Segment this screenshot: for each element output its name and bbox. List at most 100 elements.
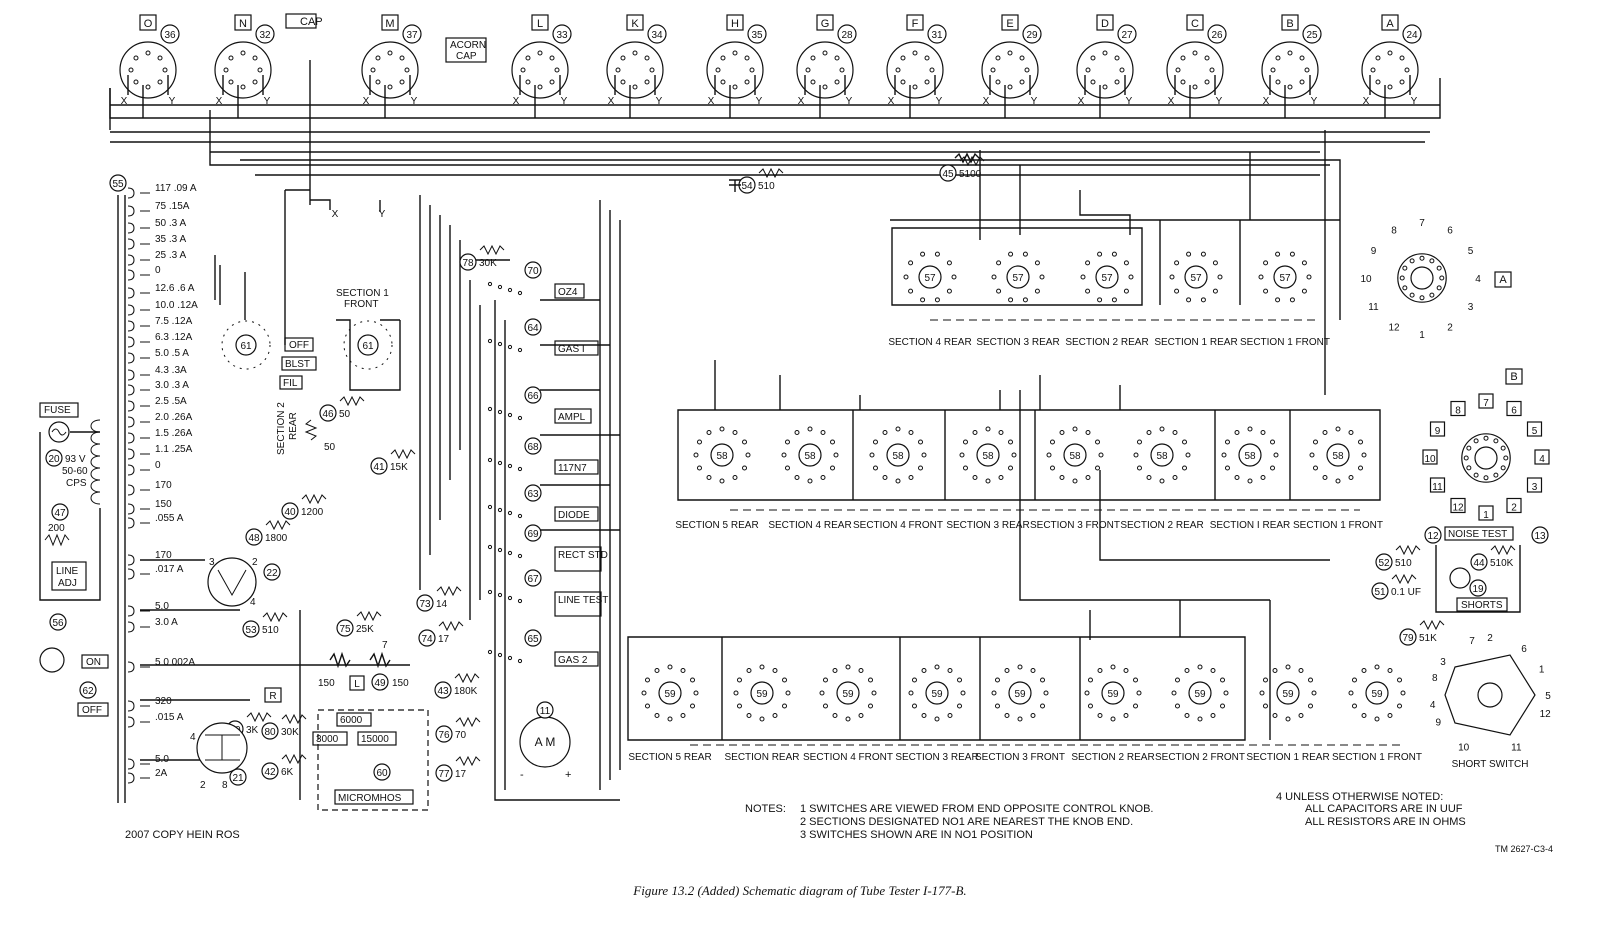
type-switch-num: 63 [527, 489, 539, 500]
socket-num: 33 [556, 30, 568, 41]
short-switch-pin: 5 [1545, 691, 1551, 702]
meter-minus: - [520, 769, 524, 781]
component-num: 79 [1402, 633, 1414, 644]
socket-letter: H [731, 18, 739, 30]
transformer-tap: 2.5 .5A [127, 396, 187, 412]
diagram_a-pin-8: 11 [1368, 302, 1379, 313]
diagram_b-pin-8: 11 [1432, 482, 1443, 493]
transformer-tap: 75 .15A [127, 201, 190, 217]
y-label: Y [656, 96, 663, 107]
diagram_a-pin-0: 7 [1419, 218, 1425, 229]
diagram_a-pin-2: 5 [1468, 246, 1474, 257]
tube21-pin8: 8 [222, 780, 228, 791]
diagram_a-pin-5: 2 [1447, 322, 1453, 333]
component-num: 46 [322, 409, 334, 420]
short-switch-pin: 2 [1487, 633, 1493, 644]
switch-59-wafer-num: 59 [1282, 689, 1294, 700]
noise-right-num: 13 [1534, 531, 1546, 542]
short-switch-pin: 11 [1511, 743, 1522, 754]
short-switch-pin: 7 [1469, 636, 1475, 647]
socket-num: 37 [406, 30, 418, 41]
component-num: 52 [1378, 558, 1390, 569]
component-num: 42 [264, 767, 276, 778]
transformer-tap: 12.6 .6 A [127, 283, 195, 299]
mains-cps: CPS [66, 478, 87, 489]
transformer-tap: 3.0 A [127, 617, 178, 633]
fuse-label: FUSE [44, 405, 71, 416]
shorts-num: 19 [1472, 584, 1484, 595]
component-value: 0.1 UF [1391, 587, 1421, 598]
switch-59-wafer-num: 59 [664, 689, 676, 700]
tap-label: 1.1 .25A [155, 444, 193, 455]
component-value: 30K [281, 727, 299, 738]
pilot-lamp-num: 56 [52, 618, 64, 629]
switch-58-section-label: SECTION I REAR [1210, 520, 1291, 531]
component-value: 17 [438, 634, 450, 645]
pot-150-a: 150 [318, 678, 335, 689]
socket-body [981, 41, 1039, 99]
short-switch-pin: 4 [1430, 700, 1436, 711]
diagram_a-pin-3: 4 [1475, 274, 1481, 285]
switch-59-wafer: 59 [991, 664, 1049, 722]
transformer-tap: 5.0 .5 A [127, 348, 189, 364]
socket-letter: F [912, 18, 919, 30]
tap-label: 35 .3 A [155, 234, 186, 245]
socket-num: 27 [1121, 30, 1133, 41]
y-label: Y [411, 96, 418, 107]
noise-left-num: 12 [1427, 531, 1439, 542]
diagram_a-pin-10: 9 [1371, 246, 1377, 257]
tube22-pin4: 4 [250, 597, 256, 608]
switch-59-wafer: 59 [819, 664, 877, 722]
component-num: 74 [421, 634, 433, 645]
tap-label: 0 [155, 460, 161, 471]
micromhos-3000: 3000 [316, 734, 339, 745]
tap-label: 4.3 .3A [155, 365, 187, 376]
meter-num: 11 [540, 706, 551, 717]
noise-neon-lamp [1449, 567, 1471, 589]
switch-58-wafer: 58 [959, 426, 1017, 484]
socket-body [606, 41, 664, 99]
type-switch-label: OZ4 [558, 287, 578, 298]
switch-57-wafer-num: 57 [924, 273, 936, 284]
diagram_a-pin-9: 10 [1360, 274, 1372, 285]
switch-57-wafer: 57 [1258, 251, 1312, 303]
type-switch-num: 67 [527, 574, 539, 585]
component-num: 73 [419, 599, 431, 610]
transformer-tap: 1.5 .26A [127, 428, 193, 444]
switch-59-section-label: SECTION 2 FRONT [1155, 752, 1245, 763]
y-label: Y [936, 96, 943, 107]
power-switch-num: 62 [82, 686, 94, 697]
switch-59-section-label: SECTION 5 REAR [628, 752, 711, 763]
diagram_b-pin-3: 4 [1539, 454, 1545, 465]
selector-section2-a: SECTION 2 [276, 402, 287, 455]
type-switch-num: 65 [527, 634, 539, 645]
socket-letter: B [1286, 18, 1293, 30]
note-3: 3 SWITCHES SHOWN ARE IN NO1 POSITION [800, 829, 1033, 841]
switch-59-section-label: SECTION 3 REAR [895, 752, 978, 763]
filament-selector-61: 61 61 SECTION 1 FRONT SECTION 2 REAR OFF… [214, 255, 401, 455]
tap-label: 150 [155, 499, 172, 510]
component-num: 45 [942, 169, 954, 180]
power-off-label: OFF [82, 705, 102, 716]
transformer-num: 55 [112, 179, 124, 190]
x-label: X [1078, 96, 1085, 107]
socket-num: 32 [259, 30, 271, 41]
type-switch-label: LINE TEST [558, 595, 608, 606]
line-adj-num: 47 [54, 508, 66, 519]
short-switch-pin: 12 [1540, 709, 1552, 720]
switch-57-wafer: 57 [1169, 251, 1223, 303]
short-switch-pin: 1 [1539, 665, 1545, 676]
